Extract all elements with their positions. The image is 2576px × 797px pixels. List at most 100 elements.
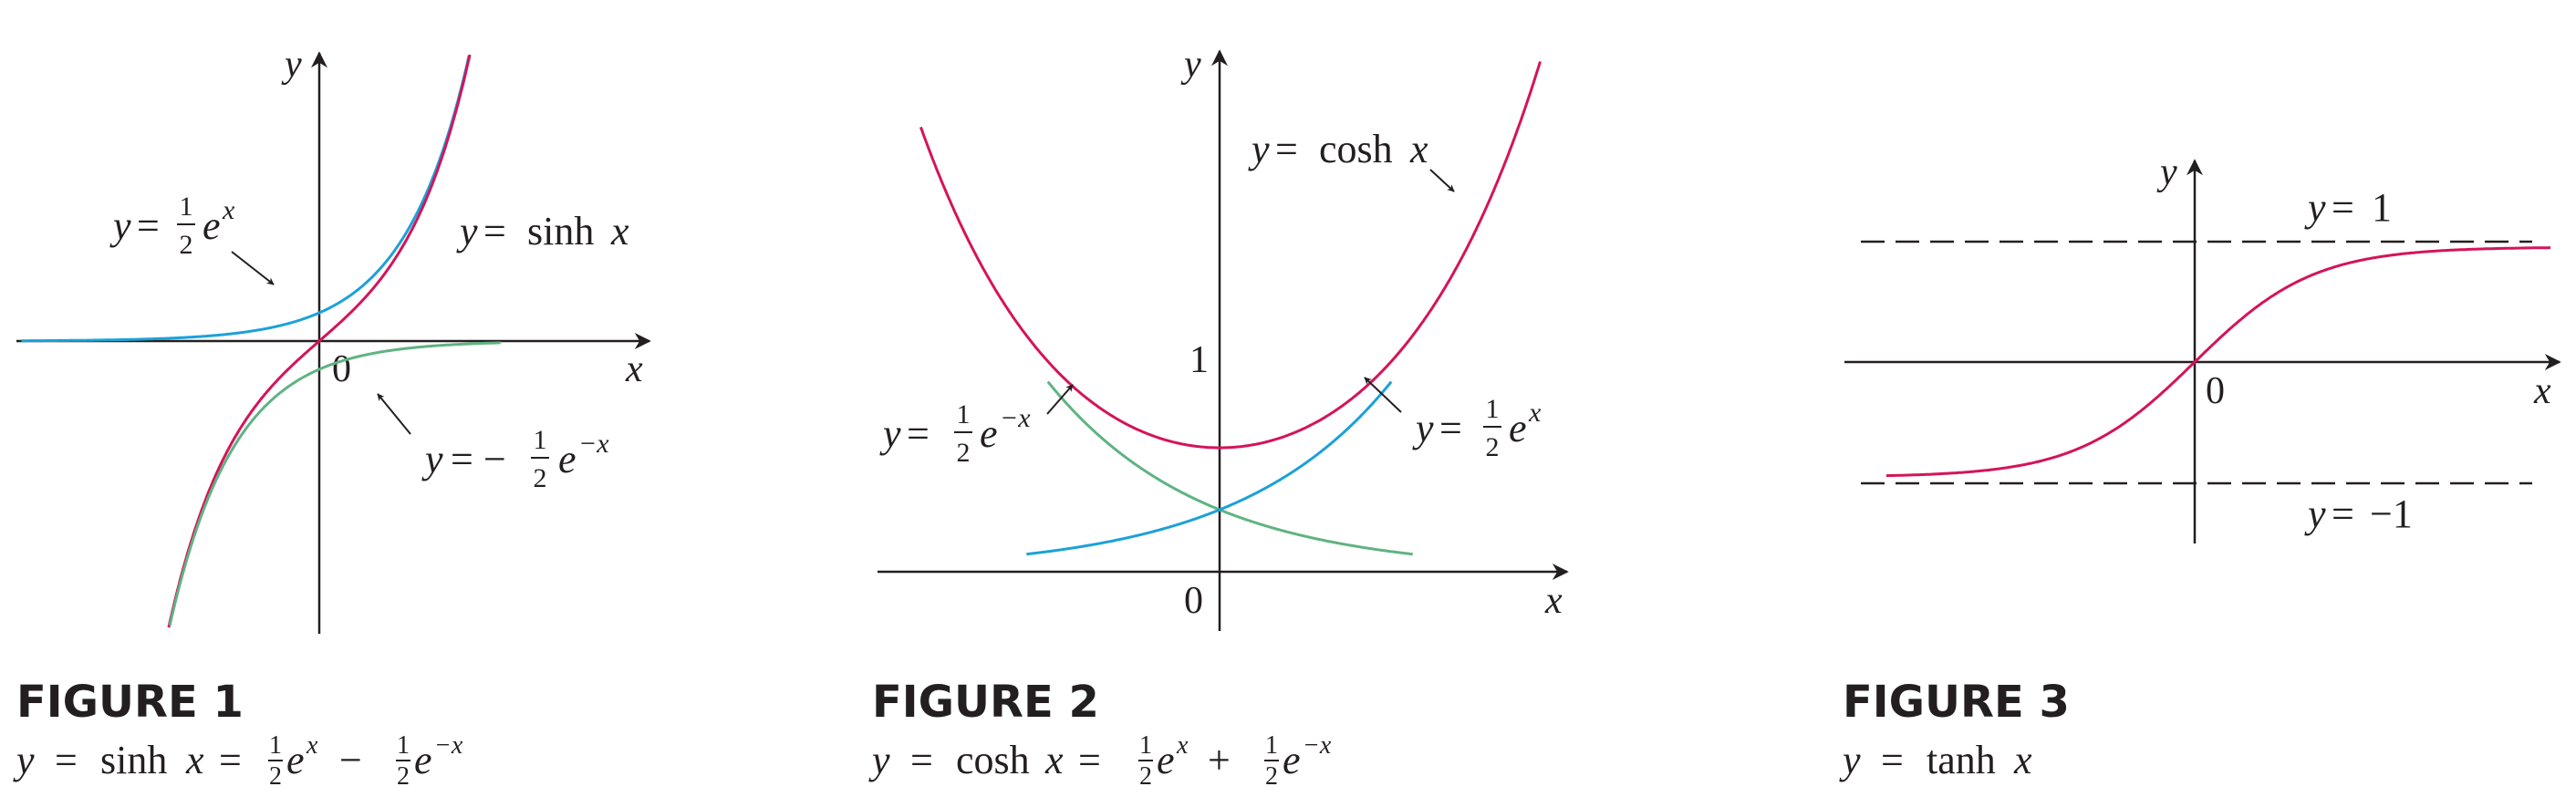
label-half-e-x: y = 1 2 e x — [109, 191, 235, 260]
svg-text:1: 1 — [1265, 731, 1278, 760]
label-y-equals-1: y = 1 — [2304, 185, 2392, 230]
svg-text:y: y — [868, 738, 890, 782]
svg-text:y: y — [879, 411, 901, 456]
svg-text:x: x — [1044, 738, 1064, 782]
svg-text:y: y — [109, 203, 131, 248]
svg-text:=: = — [137, 203, 160, 248]
svg-text:1: 1 — [269, 731, 282, 760]
svg-text:=: = — [1275, 127, 1298, 171]
svg-text:sinh: sinh — [100, 738, 167, 782]
svg-text:=: = — [2332, 492, 2354, 536]
svg-text:1: 1 — [397, 731, 410, 760]
svg-text:2: 2 — [534, 463, 547, 493]
figure-3-title: FIGURE 3 — [1843, 677, 2070, 728]
svg-text:−x: −x — [1000, 403, 1031, 433]
curve-tanh — [1886, 246, 2550, 478]
svg-text:−: − — [483, 437, 506, 481]
svg-text:e: e — [1509, 406, 1527, 450]
svg-text:y: y — [1248, 127, 1270, 171]
curve-half-e-x — [21, 55, 471, 343]
figure-3: x y 0 y = 1 y = −1 FIGURE 3 y = tanh x — [1839, 151, 2561, 782]
svg-text:=: = — [1078, 738, 1101, 782]
svg-text:+: + — [1208, 738, 1231, 782]
svg-text:=: = — [2332, 185, 2354, 230]
svg-text:=: = — [1439, 406, 1462, 450]
svg-text:=: = — [910, 738, 933, 782]
svg-text:sinh: sinh — [527, 209, 594, 254]
svg-text:1: 1 — [957, 399, 971, 430]
y-axis-label: y — [2156, 151, 2177, 193]
svg-text:x: x — [1409, 127, 1428, 171]
svg-text:e: e — [414, 738, 432, 782]
origin-label: 0 — [2206, 370, 2225, 412]
pointer-neg-half-e-neg-x — [377, 393, 411, 435]
svg-text:y: y — [1839, 738, 1861, 782]
svg-text:2: 2 — [397, 762, 410, 791]
svg-text:1: 1 — [2372, 185, 2392, 230]
svg-text:−x: −x — [578, 429, 609, 459]
svg-text:=: = — [1881, 738, 1904, 782]
svg-text:=: = — [55, 738, 78, 782]
svg-text:−1: −1 — [2370, 492, 2413, 536]
svg-text:=: = — [907, 411, 930, 456]
figure-1-title: FIGURE 1 — [16, 677, 244, 728]
label-cosh: y = cosh x — [1248, 127, 1428, 171]
figure-2-title: FIGURE 2 — [872, 677, 1099, 728]
svg-text:1: 1 — [534, 425, 547, 455]
label-half-e-neg-x: y = 1 2 e −x — [879, 399, 1031, 468]
svg-text:y: y — [421, 437, 443, 481]
svg-text:2: 2 — [1486, 432, 1500, 462]
svg-text:y: y — [2304, 185, 2326, 230]
tick-label-1: 1 — [1189, 339, 1209, 381]
curve-sinh — [167, 54, 472, 628]
figure-1-caption: y = sinh x = 1 2 e x − 1 2 e −x — [13, 731, 463, 791]
x-axis-label: x — [2533, 370, 2551, 412]
pointer-half-e-x — [231, 251, 275, 285]
svg-text:e: e — [1283, 738, 1301, 782]
svg-text:2: 2 — [957, 438, 971, 468]
svg-text:2: 2 — [180, 230, 193, 260]
figure-3-caption: y = tanh x — [1839, 738, 2032, 782]
svg-text:x: x — [185, 738, 204, 782]
svg-text:2: 2 — [269, 762, 282, 791]
y-axis-label: y — [1180, 44, 1201, 86]
label-y-equals-neg-1: y = −1 — [2304, 492, 2413, 536]
y-axis-label: y — [281, 44, 302, 86]
curve-cosh — [919, 61, 1542, 450]
svg-text:=: = — [451, 437, 473, 481]
curve-half-e-neg-x — [1046, 380, 1413, 556]
figure-1: x y 0 y = 1 2 e x y = sinh x y = − 1 — [13, 44, 651, 791]
svg-text:−x: −x — [434, 731, 463, 760]
figure-2-caption: y = cosh x = 1 2 e x + 1 2 e −x — [868, 731, 1332, 791]
svg-text:e: e — [1157, 738, 1175, 782]
origin-label: 0 — [332, 348, 351, 390]
svg-text:e: e — [203, 203, 221, 248]
svg-text:e: e — [286, 738, 305, 782]
svg-text:2: 2 — [1139, 762, 1152, 791]
svg-text:y: y — [13, 738, 35, 782]
svg-text:x: x — [1528, 398, 1542, 428]
svg-text:1: 1 — [1486, 394, 1500, 424]
label-half-e-x: y = 1 2 e x — [1412, 394, 1542, 462]
svg-text:x: x — [222, 195, 235, 225]
pointer-cosh — [1429, 169, 1455, 192]
x-axis-label: x — [1544, 580, 1563, 622]
label-neg-half-e-neg-x: y = − 1 2 e −x — [421, 425, 609, 493]
svg-text:cosh: cosh — [1319, 127, 1393, 171]
svg-text:e: e — [980, 411, 998, 456]
svg-text:cosh: cosh — [956, 738, 1030, 782]
svg-text:y: y — [1412, 406, 1434, 450]
origin-label: 0 — [1184, 580, 1203, 622]
curve-neg-half-e-neg-x — [168, 341, 501, 626]
curve-half-e-x — [1026, 380, 1393, 556]
figure-2: x y 0 1 y = cosh x y = 1 2 e −x y = — [868, 44, 1569, 791]
svg-text:e: e — [558, 437, 576, 481]
svg-text:x: x — [2013, 738, 2032, 782]
svg-text:−x: −x — [1303, 731, 1332, 760]
pointer-half-e-neg-x — [1046, 384, 1074, 415]
svg-text:x: x — [610, 209, 629, 254]
pointer-half-e-x — [1364, 377, 1402, 413]
x-axis-label: x — [625, 348, 643, 390]
svg-text:y: y — [2304, 492, 2326, 536]
